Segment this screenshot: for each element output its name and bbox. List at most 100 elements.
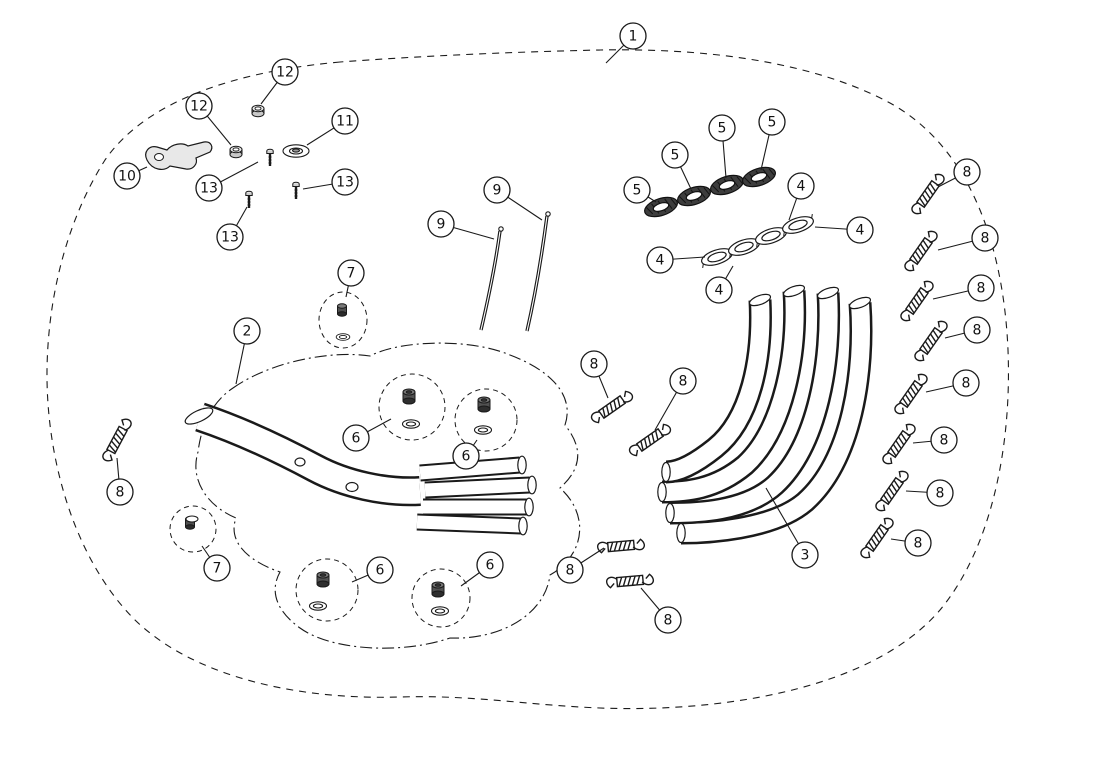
callout-5: 5 (758, 108, 786, 136)
gasket-ring-dark (707, 171, 747, 199)
callout-balloon (758, 108, 786, 136)
callout-4: 4 (787, 172, 815, 200)
callout-number: 4 (797, 179, 806, 195)
callout-number: 2 (243, 324, 252, 340)
callout-3: 3 (791, 541, 819, 569)
callout-number: 13 (336, 175, 354, 191)
spring (589, 388, 635, 426)
gasket-ring-dark (739, 163, 779, 191)
callout-number: 4 (715, 283, 724, 299)
callout-balloon (904, 529, 932, 557)
callout-number: 5 (718, 121, 727, 137)
callout-number: 7 (347, 266, 356, 282)
callout-8: 8 (953, 158, 981, 186)
callout-number: 8 (664, 613, 673, 629)
callout-number: 13 (200, 181, 218, 197)
nut (251, 104, 265, 118)
callout-balloon (669, 367, 697, 395)
header-pipes (657, 284, 873, 545)
callout-number: 6 (462, 449, 471, 465)
callout-number: 1 (629, 29, 638, 45)
callout-5: 5 (661, 141, 689, 169)
callout-balloon (556, 556, 584, 584)
callout-balloon (953, 158, 981, 186)
spring (898, 278, 936, 324)
callout-number: 8 (914, 536, 923, 552)
callout-13: 13 (195, 174, 223, 202)
callout-number: 5 (768, 115, 777, 131)
callout-8: 8 (106, 478, 134, 506)
callout-balloon (963, 316, 991, 344)
callout-number: 7 (213, 561, 222, 577)
callout-7: 7 (203, 554, 231, 582)
callout-2: 2 (233, 317, 261, 345)
callout-balloon (791, 541, 819, 569)
callout-number: 8 (940, 433, 949, 449)
callout-balloon (952, 369, 980, 397)
fitting-nipple (402, 388, 416, 405)
nut (229, 145, 243, 159)
callout-number: 8 (963, 165, 972, 181)
collector-assembly (184, 402, 537, 536)
callout-balloon (705, 276, 733, 304)
callout-balloon (483, 176, 511, 204)
callout-number: 12 (276, 65, 294, 81)
callout-balloon (971, 224, 999, 252)
callout-8: 8 (963, 316, 991, 344)
callout-8: 8 (967, 274, 995, 302)
callout-number: 8 (679, 374, 688, 390)
callout-balloon (331, 168, 359, 196)
callout-balloon (787, 172, 815, 200)
callout-number: 12 (190, 99, 208, 115)
spring (100, 416, 134, 464)
screw (244, 189, 254, 210)
callout-number: 5 (671, 148, 680, 164)
fitting-clusters (295, 373, 518, 628)
callout-6: 6 (342, 424, 370, 452)
callout-balloon (113, 162, 141, 190)
callout-number: 4 (856, 223, 865, 239)
callout-number: 6 (352, 431, 361, 447)
clamp-rings-flat (698, 212, 817, 270)
callout-balloon (926, 479, 954, 507)
callout-12: 12 (271, 58, 299, 86)
callout-number: 6 (486, 558, 495, 574)
callout-number: 10 (118, 169, 136, 185)
callout-number: 4 (656, 253, 665, 269)
o-ring (335, 333, 351, 341)
fitting-nipple (477, 396, 491, 413)
spring (880, 421, 918, 467)
callout-number: 8 (973, 323, 982, 339)
o-ring (401, 419, 421, 429)
callout-balloon (646, 246, 674, 274)
callout-balloon (967, 274, 995, 302)
callout-10: 10 (113, 162, 141, 190)
washer (282, 144, 310, 158)
callout-number: 8 (566, 563, 575, 579)
callout-number: 5 (633, 183, 642, 199)
o-ring (473, 425, 493, 435)
screw (265, 147, 275, 168)
fitting-nipple (431, 581, 445, 598)
callout-8: 8 (926, 479, 954, 507)
callout-balloon (337, 259, 365, 287)
spring (873, 468, 911, 514)
spring (858, 515, 896, 561)
callout-balloon (476, 551, 504, 579)
callout-balloon (185, 92, 213, 120)
callout-balloon (580, 350, 608, 378)
o-ring (308, 601, 328, 611)
callout-4: 4 (846, 216, 874, 244)
callout-9: 9 (483, 176, 511, 204)
spring (902, 228, 940, 274)
callout-number: 8 (962, 376, 971, 392)
callout-balloon (271, 58, 299, 86)
spring (605, 572, 655, 590)
callout-8: 8 (952, 369, 980, 397)
callout-9: 9 (427, 210, 455, 238)
fitting-nipple (316, 571, 330, 588)
spring (892, 371, 930, 417)
